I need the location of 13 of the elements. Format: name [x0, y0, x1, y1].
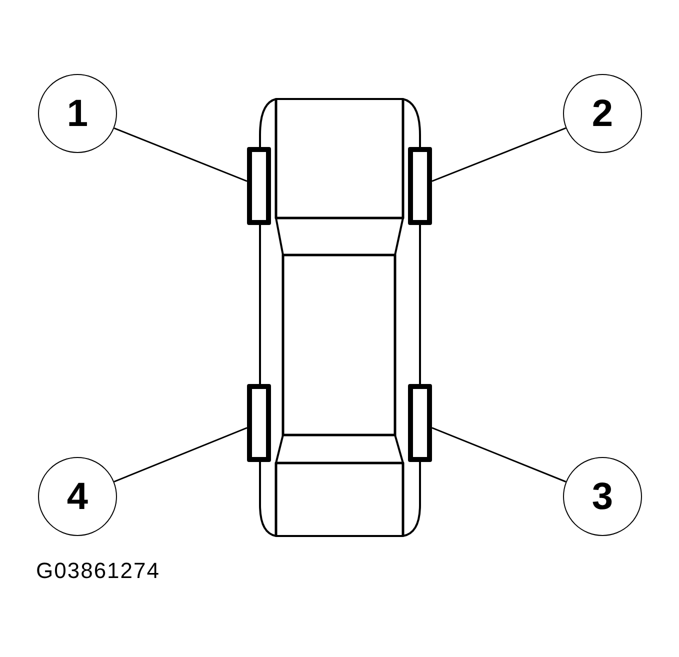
wheel [247, 147, 271, 225]
callout-number: 4 [38, 457, 117, 536]
leader-line [114, 427, 248, 482]
figure-code: G03861274 [36, 560, 160, 582]
callout-number: 3 [563, 457, 642, 536]
leader-line [432, 427, 566, 482]
callout-number: 1 [38, 74, 117, 153]
wheel [408, 384, 432, 462]
leader-line [432, 127, 566, 182]
callout-number: 2 [563, 74, 642, 153]
wheel [408, 147, 432, 225]
wheel [247, 384, 271, 462]
leader-line [114, 127, 248, 182]
